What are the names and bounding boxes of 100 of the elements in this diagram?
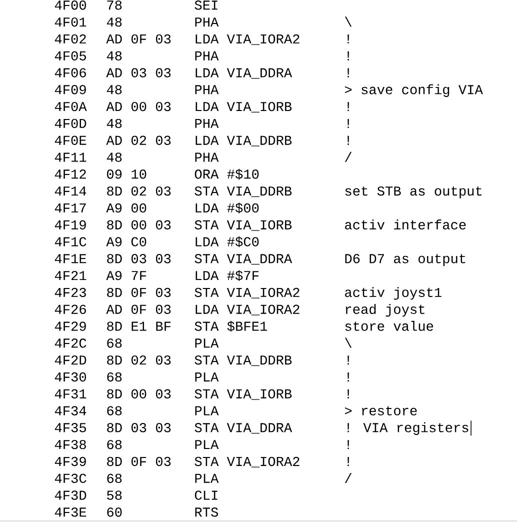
address-text: 4F09 bbox=[54, 85, 86, 94]
opcode-bytes: 78 bbox=[107, 0, 122, 10]
comment-text: ! bbox=[348, 136, 349, 145]
instruction-text: LDA #$00 bbox=[196, 202, 259, 214]
opcode-bytes: A9 C0 bbox=[106, 237, 146, 246]
address-text: 4F3E bbox=[54, 508, 86, 517]
comment-text: D6 D7 as output bbox=[345, 254, 466, 266]
instruction-text: STA VIA_DDRB bbox=[194, 186, 292, 197]
opcode-bytes: 68 bbox=[107, 474, 122, 483]
comment-text: store value bbox=[345, 320, 434, 331]
opcode-bytes: 8D 00 03 bbox=[107, 220, 171, 230]
address-text: 4F01 bbox=[54, 17, 86, 27]
opcode-bytes: AD 03 03 bbox=[106, 68, 171, 78]
address-text: 4F12 bbox=[54, 170, 86, 179]
address-text: 4F11 bbox=[54, 152, 86, 162]
opcode-bytes: 68 bbox=[107, 406, 122, 416]
opcode-bytes: AD 0F 03 bbox=[106, 304, 171, 314]
comment-text: read joyst bbox=[346, 304, 424, 317]
address-text: 4F3C bbox=[54, 474, 86, 483]
address-text: 4F26 bbox=[54, 304, 86, 314]
instruction-text: CLI bbox=[194, 490, 218, 500]
instruction-text: STA VIA_DDRA bbox=[194, 423, 292, 434]
instruction-text: STA VIA_DDRB bbox=[194, 355, 292, 366]
address-text: 4F2C bbox=[54, 338, 86, 348]
opcode-bytes: 68 bbox=[107, 440, 122, 450]
comment-text: \ bbox=[344, 16, 352, 27]
address-text: 4F00 bbox=[54, 0, 86, 10]
instruction-text: LDA VIA_DDRA bbox=[196, 68, 292, 79]
instruction-text: LDA VIA_DDRB bbox=[196, 136, 292, 146]
comment-text: set STB as output bbox=[345, 186, 482, 198]
opcode-bytes: 68 bbox=[107, 372, 122, 382]
instruction-text: PLA bbox=[195, 406, 219, 416]
comment-text: / bbox=[344, 473, 352, 483]
instruction-text: LDA #$C0 bbox=[196, 236, 259, 248]
opcode-bytes: 48 bbox=[106, 118, 122, 128]
address-text: 4F0E bbox=[54, 136, 86, 145]
address-text: 4F17 bbox=[54, 203, 86, 212]
instruction-text: RTS bbox=[195, 508, 218, 517]
instruction-text: STA VIA_IORB bbox=[194, 220, 292, 231]
instruction-text: STA VIA_DDRA bbox=[194, 254, 292, 265]
instruction-text: PLA bbox=[195, 338, 219, 348]
instruction-text: PLA bbox=[195, 474, 219, 483]
instruction-text: LDA #$7F bbox=[196, 270, 259, 281]
opcode-bytes: 48 bbox=[106, 17, 122, 27]
instruction-text: PHA bbox=[195, 51, 219, 60]
comment-text: ! bbox=[348, 102, 349, 112]
address-text: 4F34 bbox=[54, 406, 86, 416]
comment-text: ! bbox=[348, 440, 349, 450]
comment-text: activ joyst1 bbox=[345, 287, 442, 300]
comment-text: ! bbox=[348, 356, 349, 365]
opcode-bytes: A9 00 bbox=[106, 203, 146, 213]
opcode-bytes: 8D 02 03 bbox=[107, 186, 171, 196]
address-text: 4F39 bbox=[54, 456, 86, 466]
comment-text: \ bbox=[344, 338, 352, 348]
opcode-bytes: AD 0F 03 bbox=[106, 34, 171, 44]
opcode-bytes: AD 00 03 bbox=[106, 102, 171, 112]
address-text: 4F19 bbox=[54, 220, 86, 230]
opcode-bytes: A9 7F bbox=[106, 270, 146, 280]
opcode-bytes: 8D 0F 03 bbox=[107, 456, 171, 466]
opcode-bytes: AD 02 03 bbox=[106, 136, 171, 145]
comment-text: ! bbox=[348, 51, 349, 60]
address-text: 4F0D bbox=[54, 118, 86, 128]
comment-text: > save config VIA bbox=[344, 84, 483, 97]
instruction-text: STA VIA_IORA2 bbox=[194, 288, 300, 298]
instruction-text: PHA bbox=[195, 152, 219, 162]
address-text: 4F14 bbox=[54, 186, 86, 196]
opcode-bytes: 8D 02 03 bbox=[107, 355, 171, 365]
opcode-bytes: 48 bbox=[106, 85, 122, 94]
address-text: 4F29 bbox=[54, 322, 86, 331]
instruction-text: PHA bbox=[195, 118, 219, 128]
comment-text: ! bbox=[348, 389, 349, 398]
instruction-text: STA VIA_IORB bbox=[194, 389, 292, 400]
address-text: 4F0A bbox=[54, 102, 87, 112]
opcode-bytes: 8D 00 03 bbox=[107, 389, 171, 398]
comment-text: ! bbox=[348, 372, 349, 382]
instruction-text: SEI bbox=[194, 0, 218, 10]
comment-text: ! bbox=[348, 118, 349, 128]
address-text: 4F02 bbox=[54, 34, 86, 44]
address-text: 4F2D bbox=[54, 355, 86, 365]
opcode-bytes: 48 bbox=[106, 51, 122, 60]
opcode-bytes: 48 bbox=[106, 152, 122, 162]
instruction-text: STA $BFE1 bbox=[194, 320, 267, 332]
address-text: 4F23 bbox=[54, 288, 86, 298]
instruction-text: LDA VIA_IORA2 bbox=[196, 34, 300, 45]
opcode-bytes: 8D 0F 03 bbox=[107, 288, 171, 298]
instruction-text: PLA bbox=[195, 372, 219, 382]
opcode-bytes: 8D E1 BF bbox=[107, 322, 171, 331]
address-text: 4F05 bbox=[54, 51, 86, 60]
comment-text: activ interface bbox=[345, 220, 466, 230]
opcode-bytes: 68 bbox=[107, 338, 122, 348]
opcode-bytes: 8D 03 03 bbox=[107, 423, 171, 432]
opcode-bytes: 60 bbox=[107, 508, 122, 517]
opcode-bytes: 8D 03 03 bbox=[107, 254, 171, 264]
address-text: 4F31 bbox=[54, 389, 86, 398]
address-text: 4F06 bbox=[54, 68, 86, 78]
address-text: 4F30 bbox=[54, 372, 86, 382]
address-text: 4F1C bbox=[54, 237, 86, 246]
address-text: 4F3D bbox=[54, 490, 86, 500]
comment-text: ! bbox=[348, 68, 349, 78]
instruction-text: ORA #$10 bbox=[194, 168, 259, 180]
